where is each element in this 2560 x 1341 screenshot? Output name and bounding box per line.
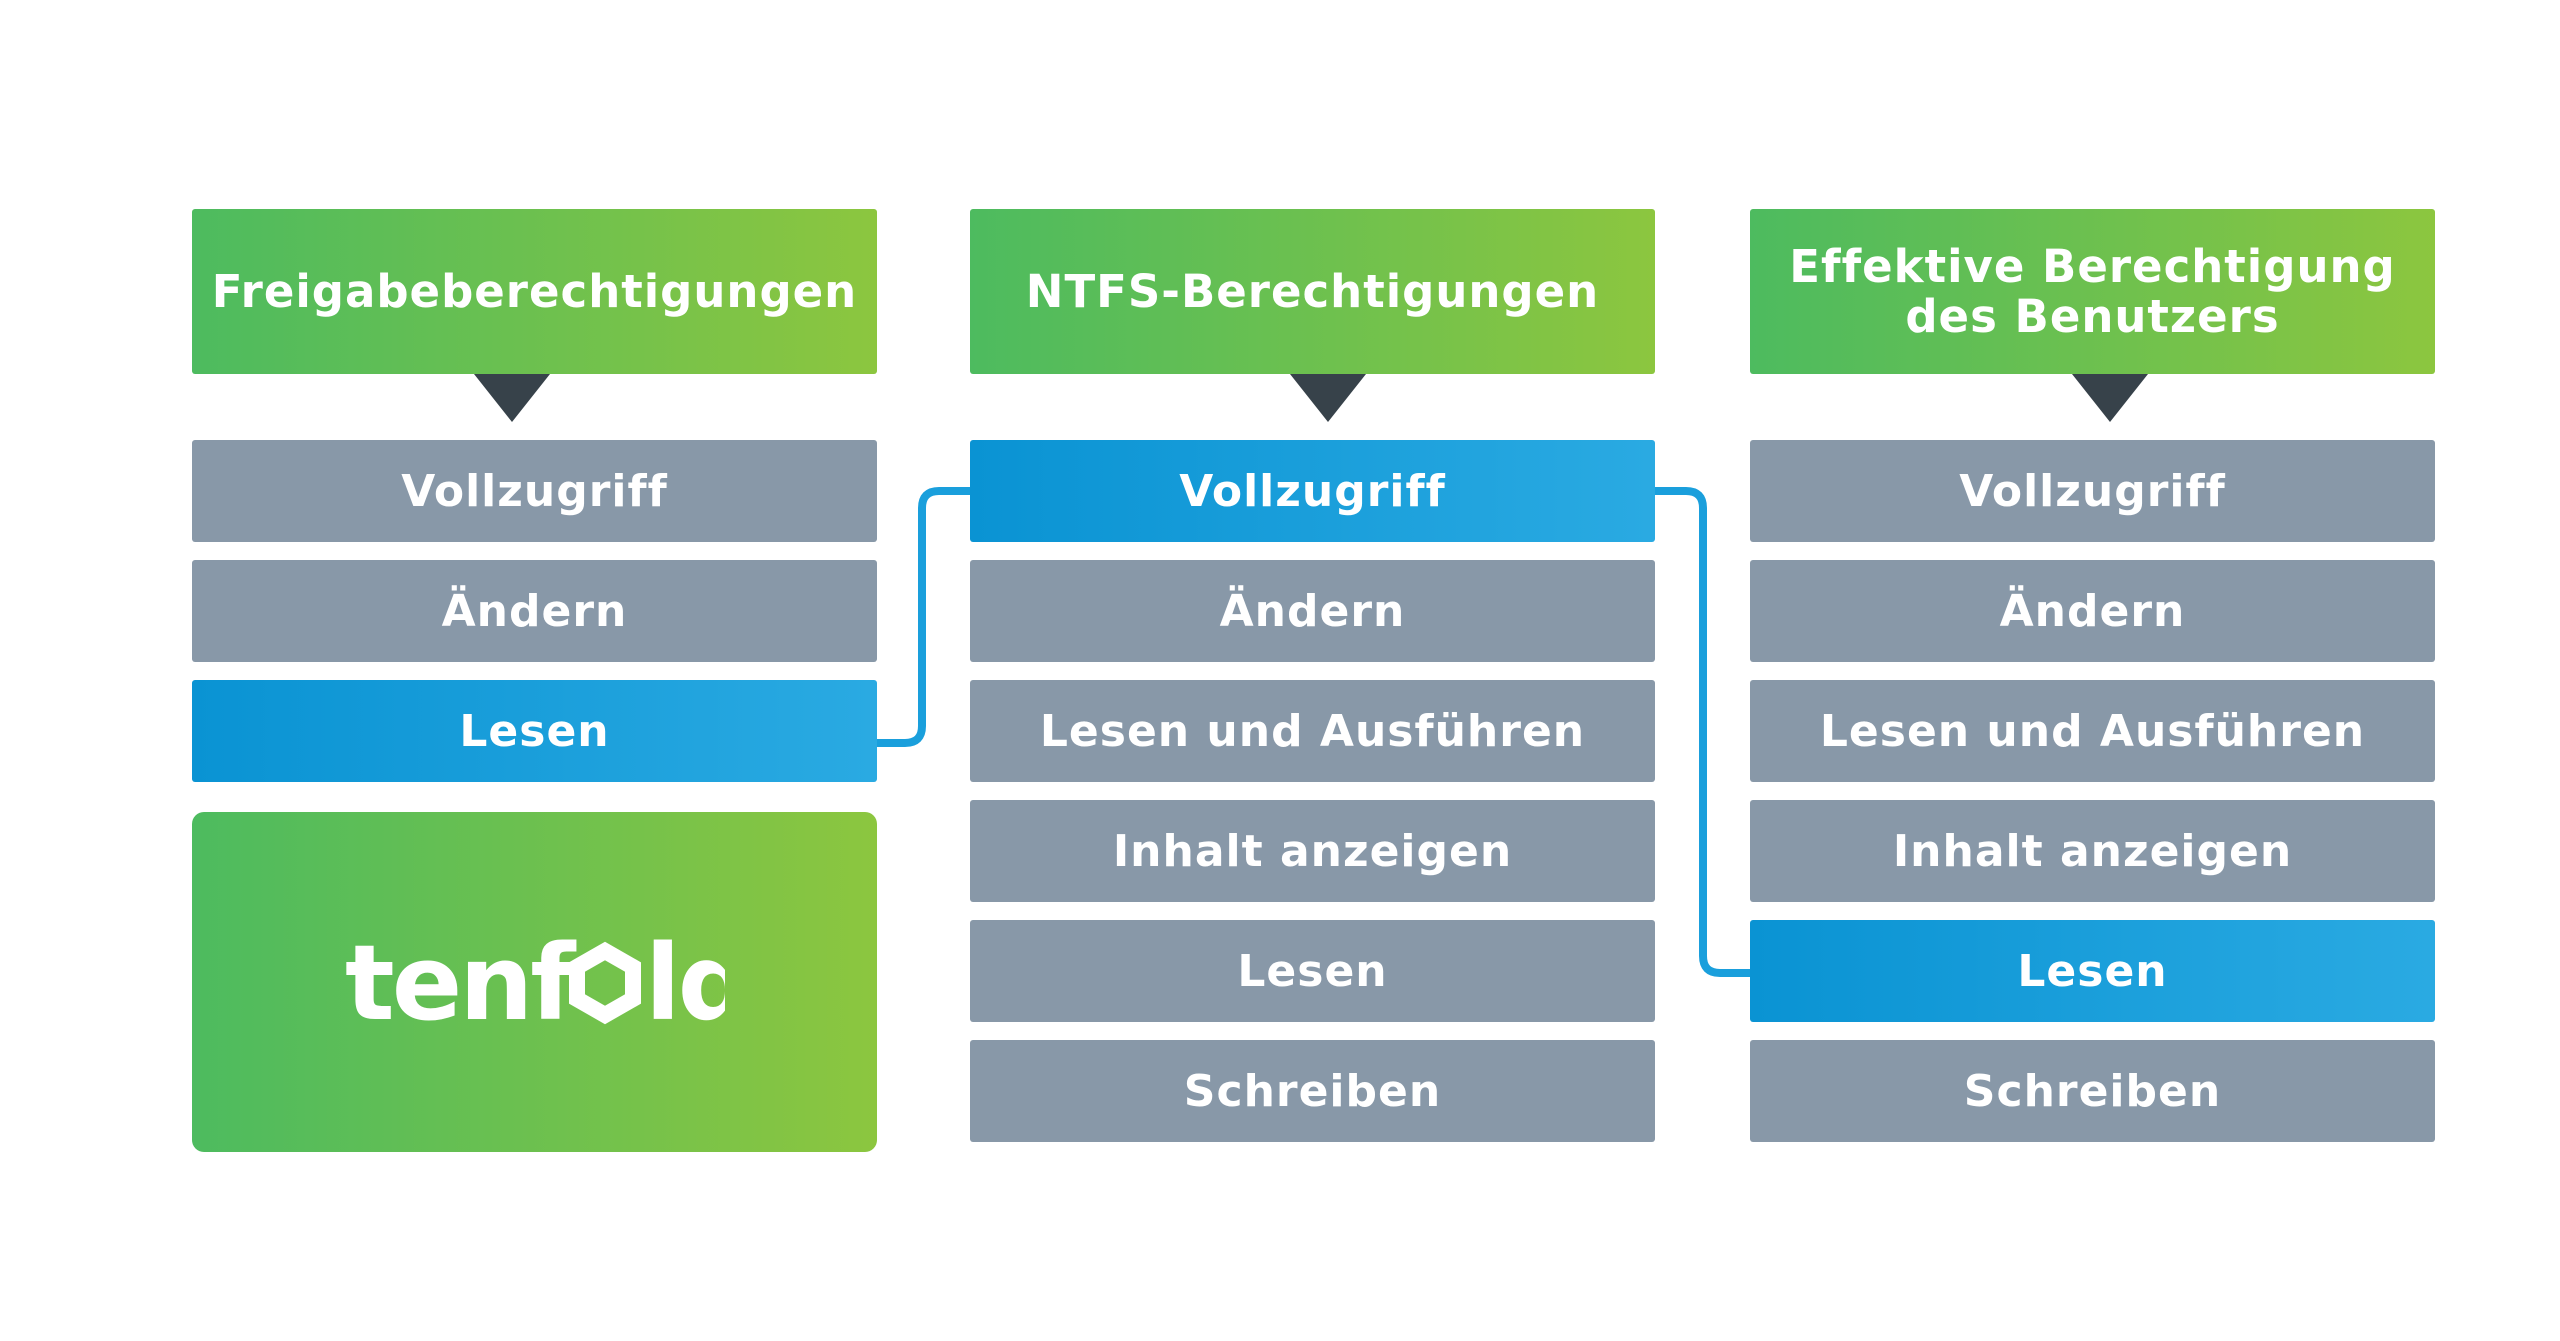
permission-share-change: Ändern [192, 560, 877, 662]
permission-share-full-control: Vollzugriff [192, 440, 877, 542]
permission-effective-list-contents: Inhalt anzeigen [1750, 800, 2435, 902]
svg-text:ld: ld [645, 927, 725, 1037]
svg-text:tenf: tenf [345, 927, 577, 1037]
permission-ntfs-read-execute: Lesen und Ausführen [970, 680, 1655, 782]
permission-effective-write: Schreiben [1750, 1040, 2435, 1142]
permission-share-read: Lesen [192, 680, 877, 782]
permission-ntfs-full-control: Vollzugriff [970, 440, 1655, 542]
permission-effective-read: Lesen [1750, 920, 2435, 1022]
connector-share-to-ntfs [877, 487, 970, 747]
tenfold-logo: tenf ld [192, 812, 877, 1152]
header-ntfs-permissions: NTFS-Berechtigungen [970, 209, 1655, 374]
permission-ntfs-list-contents: Inhalt anzeigen [970, 800, 1655, 902]
header-share-permissions: Freigabeberechtigungen [192, 209, 877, 374]
down-arrow-icon [1290, 374, 1366, 422]
permission-ntfs-write: Schreiben [970, 1040, 1655, 1142]
permission-effective-change: Ändern [1750, 560, 2435, 662]
permission-ntfs-change: Ändern [970, 560, 1655, 662]
tenfold-logo-wordmark: tenf ld [345, 927, 725, 1037]
connector-ntfs-to-effective [1655, 487, 1750, 977]
header-effective-permission: Effektive Berechtigung des Benutzers [1750, 209, 2435, 374]
permission-effective-full-control: Vollzugriff [1750, 440, 2435, 542]
permission-ntfs-read: Lesen [970, 920, 1655, 1022]
down-arrow-icon [474, 374, 550, 422]
permission-effective-read-execute: Lesen und Ausführen [1750, 680, 2435, 782]
down-arrow-icon [2072, 374, 2148, 422]
